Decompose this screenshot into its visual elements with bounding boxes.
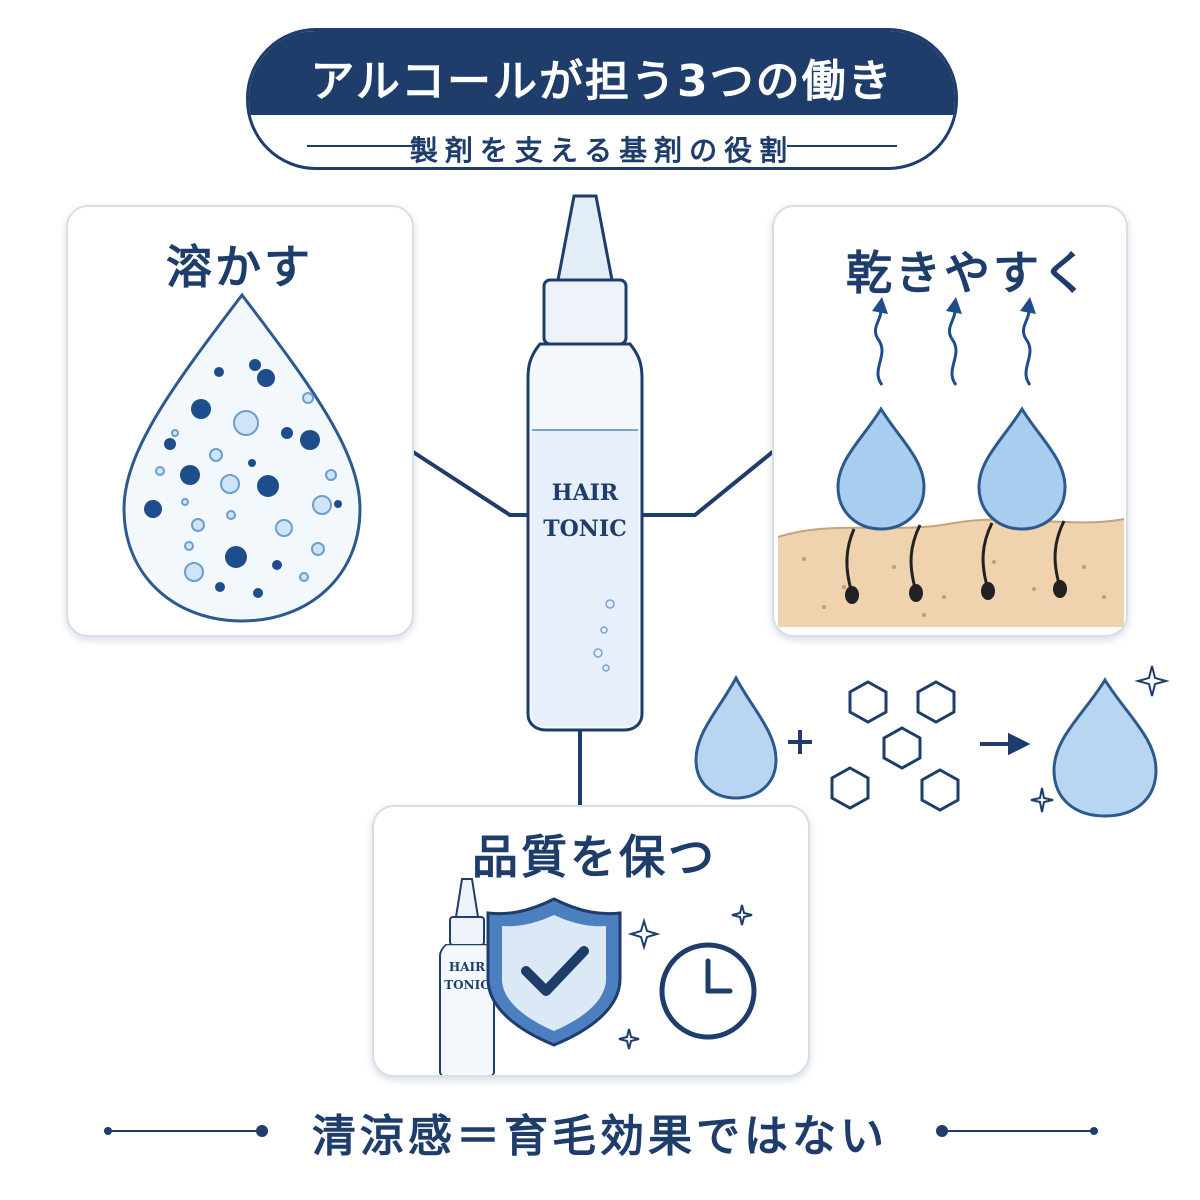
panel-evaporate-title: 乾きやすく xyxy=(846,246,1091,300)
molecule-hexagons xyxy=(830,680,960,812)
preserve-illustration: HAIR TONIC xyxy=(439,878,757,1075)
bottle-label-line2: TONIC xyxy=(543,516,626,542)
header-band xyxy=(249,31,955,115)
arrow-right-icon xyxy=(980,732,1031,756)
mix-drop-left xyxy=(694,674,778,800)
shield-check-icon xyxy=(486,897,622,1047)
evaporate-illustration xyxy=(777,297,1125,627)
panel-preserve: 品質を保つ HAIR TONIC xyxy=(372,805,810,1077)
header-subtitle: 製剤を支える基剤の役割 xyxy=(409,134,795,167)
panel-dissolve: 溶かす xyxy=(66,205,414,637)
panel-preserve-title: 品質を保つ xyxy=(472,830,717,884)
hair-tonic-bottle: HAIR TONIC xyxy=(526,194,644,732)
footer-statement: 清涼感＝育毛効果ではない xyxy=(312,1111,888,1162)
mixing-diagram xyxy=(694,665,1170,818)
small-bottle-label-line2: TONIC xyxy=(444,978,490,992)
panel-dissolve-title: 溶かす xyxy=(166,240,313,294)
water-drop-left xyxy=(836,406,926,531)
footer-rules xyxy=(104,1125,1098,1137)
sparkle-icons xyxy=(1030,665,1170,813)
clock-icon xyxy=(659,942,757,1040)
bottle-label-line1: HAIR xyxy=(552,480,619,506)
water-drop-right xyxy=(977,406,1067,531)
sparkle-icons xyxy=(618,904,753,1050)
header-rule-left xyxy=(307,145,417,147)
small-bottle-label-line1: HAIR xyxy=(449,960,486,974)
small-bottle-icon: HAIR TONIC xyxy=(439,878,495,1075)
dissolve-drop-icon xyxy=(122,292,362,623)
header-rule-right xyxy=(787,145,897,147)
panel-evaporate: 乾きやすく xyxy=(772,205,1128,637)
header-title: アルコールが担う3つの働き xyxy=(310,56,894,107)
evaporation-arrows xyxy=(874,308,1032,386)
mix-drop-result xyxy=(1052,677,1158,818)
header-banner: アルコールが担う3つの働き 製剤を支える基剤の役割 xyxy=(246,28,958,170)
plus-icon xyxy=(788,730,812,754)
